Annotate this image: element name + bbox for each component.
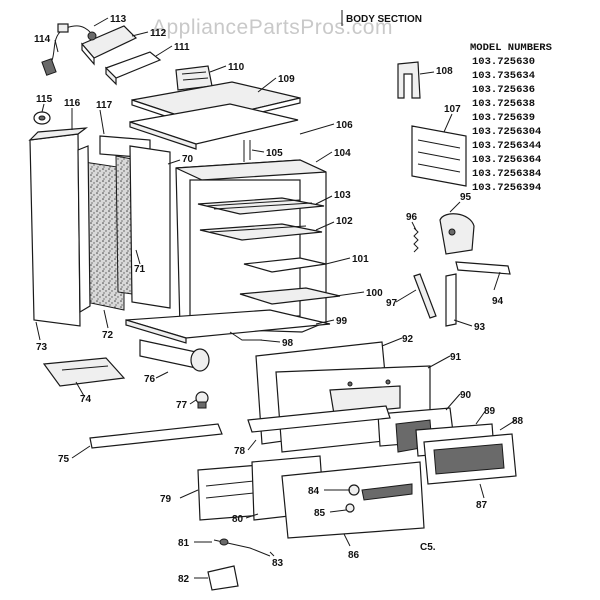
part-label-104: 104 bbox=[334, 148, 351, 159]
part-label-108: 108 bbox=[436, 66, 453, 77]
rail-part-78 bbox=[247, 405, 391, 433]
bracket-part-111 bbox=[104, 51, 162, 86]
side-panel-part-71 bbox=[129, 145, 171, 309]
part-label-75: 75 bbox=[58, 454, 70, 465]
rack-part-102 bbox=[199, 223, 323, 241]
part-label-111: 111 bbox=[174, 42, 190, 53]
part-label-86: 86 bbox=[348, 550, 360, 561]
leader-lines bbox=[35, 17, 517, 579]
part-label-83: 83 bbox=[272, 558, 284, 569]
part-label-101: 101 bbox=[352, 254, 369, 265]
model-number-item: 103.725638 bbox=[472, 98, 535, 110]
bottom-panel-part-99 bbox=[125, 309, 331, 344]
light-socket-part-115 bbox=[33, 111, 51, 125]
bracket-part-112 bbox=[81, 25, 138, 66]
part-label-99: 99 bbox=[336, 316, 348, 327]
model-number-item: 103.7256304 bbox=[472, 126, 541, 138]
support-part-98 bbox=[229, 331, 262, 341]
part-label-96: 96 bbox=[406, 212, 418, 223]
knob-part-85 bbox=[345, 503, 355, 513]
part-label-71: 71 bbox=[134, 264, 146, 275]
model-number-item: 103.7256394 bbox=[472, 182, 541, 194]
part-label-84: 84 bbox=[308, 486, 320, 497]
trim-strip-part-75 bbox=[89, 423, 223, 449]
arm-part-97 bbox=[413, 273, 437, 319]
part-label-70: 70 bbox=[182, 154, 194, 165]
part-label-82: 82 bbox=[178, 574, 190, 585]
part-label-110: 110 bbox=[228, 62, 245, 73]
part-label-78: 78 bbox=[234, 446, 246, 457]
model-number-item: 103.7256364 bbox=[472, 154, 541, 166]
model-number-item: 103.735634 bbox=[472, 70, 535, 82]
screw-part-84 bbox=[348, 484, 360, 496]
part-label-114: 114 bbox=[34, 34, 51, 45]
part-label-93: 93 bbox=[474, 322, 486, 333]
grille-part-107 bbox=[411, 125, 467, 187]
part-label-91: 91 bbox=[450, 352, 462, 363]
burner-box-part-76 bbox=[139, 339, 210, 372]
part-label-100: 100 bbox=[366, 288, 383, 299]
insulation-part-72 bbox=[77, 145, 125, 314]
part-label-105: 105 bbox=[266, 148, 283, 159]
part-label-113: 113 bbox=[110, 14, 127, 25]
spring-part-96 bbox=[413, 227, 419, 253]
part-label-77: 77 bbox=[176, 400, 188, 411]
part-label-103: 103 bbox=[334, 190, 351, 201]
part-label-115: 115 bbox=[36, 94, 53, 105]
latch-part-81 bbox=[213, 538, 271, 557]
part-label-112: 112 bbox=[150, 28, 167, 39]
rack-part-103 bbox=[197, 197, 325, 215]
part-label-98: 98 bbox=[282, 338, 294, 349]
clip-part-82 bbox=[207, 565, 239, 591]
part-label-88: 88 bbox=[512, 416, 524, 427]
model-number-item: 103.725639 bbox=[472, 112, 535, 124]
part-label-116: 116 bbox=[64, 98, 81, 109]
side-panel-part-73 bbox=[28, 127, 89, 327]
part-label-76: 76 bbox=[144, 374, 156, 385]
part-label-94: 94 bbox=[492, 296, 504, 307]
part-label-74: 74 bbox=[80, 394, 92, 405]
part-label-107: 107 bbox=[444, 104, 461, 115]
bracket-part-108 bbox=[397, 61, 421, 99]
model-numbers-header: MODEL NUMBERS bbox=[470, 42, 552, 54]
part-label-81: 81 bbox=[178, 538, 190, 549]
drawer-front-part-86 bbox=[281, 461, 425, 539]
part-label-106: 106 bbox=[336, 120, 353, 131]
model-numbers-block: MODEL NUMBERS 103.725630 103.735634 103.… bbox=[470, 42, 552, 194]
model-number-item: 103.725630 bbox=[472, 56, 535, 68]
drip-tray-part-74 bbox=[42, 357, 126, 387]
part-label-87: 87 bbox=[476, 500, 488, 511]
knob-part-77 bbox=[195, 391, 209, 409]
part-label-102: 102 bbox=[336, 216, 353, 227]
part-label-95: 95 bbox=[460, 192, 472, 203]
model-number-item: 103.7256344 bbox=[472, 140, 541, 152]
broiler-pan-part-100 bbox=[239, 287, 341, 305]
part-label-89: 89 bbox=[484, 406, 496, 417]
part-label-97: 97 bbox=[386, 298, 398, 309]
part-label-72: 72 bbox=[102, 330, 114, 341]
part-label-85: 85 bbox=[314, 508, 326, 519]
part-label-117: 117 bbox=[96, 100, 113, 111]
part-label-109: 109 bbox=[278, 74, 295, 85]
hinge-part-95 bbox=[439, 213, 475, 255]
part-labels: 113 112 111 114 110 109 108 115 116 117 … bbox=[34, 14, 524, 585]
page-code: C5. bbox=[420, 542, 436, 553]
part-label-80: 80 bbox=[232, 514, 244, 525]
section-title: BODY SECTION bbox=[346, 14, 422, 25]
door-window-frame-part-87 bbox=[423, 433, 517, 485]
wire-harness-part-114 bbox=[41, 23, 91, 76]
model-number-item: 103.7256384 bbox=[472, 168, 541, 180]
part-label-90: 90 bbox=[460, 390, 472, 401]
part-label-73: 73 bbox=[36, 342, 48, 353]
hinge-arm-part-94 bbox=[455, 261, 511, 275]
bracket-part-93 bbox=[445, 273, 457, 327]
insulation-top-part-106 bbox=[129, 103, 299, 150]
watermark-text: AppliancePartsPros.com bbox=[152, 16, 393, 39]
part-label-92: 92 bbox=[402, 334, 414, 345]
model-number-item: 103.725636 bbox=[472, 84, 535, 96]
part-label-79: 79 bbox=[160, 494, 172, 505]
